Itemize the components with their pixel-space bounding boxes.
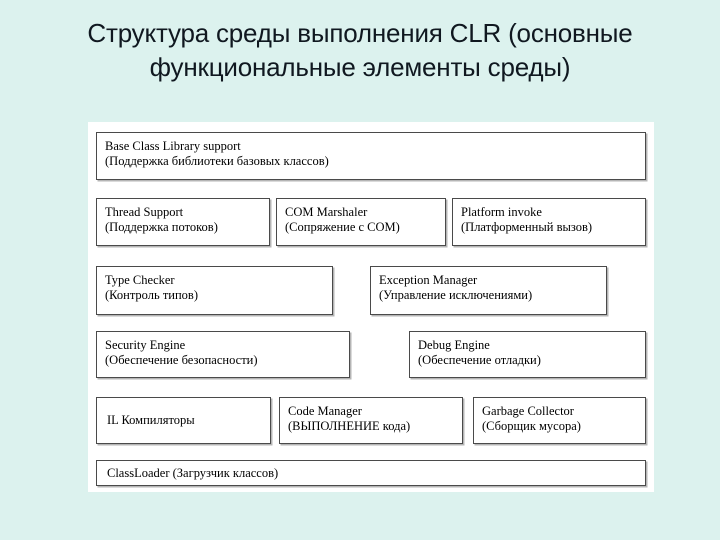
block-line-en: Debug Engine — [418, 338, 490, 352]
block-code-manager[interactable]: Code Manager (ВЫПОЛНЕНИЕ кода) — [279, 397, 463, 444]
block-line-en: Platform invoke — [461, 205, 542, 219]
block-line-en: COM Marshaler — [285, 205, 368, 219]
block-debug-engine[interactable]: Debug Engine (Обеспечение отладки) — [409, 331, 646, 378]
block-line-ru: (Поддержка потоков) — [105, 220, 218, 234]
block-garbage-collector[interactable]: Garbage Collector (Сборщик мусора) — [473, 397, 646, 444]
block-thread-support[interactable]: Thread Support (Поддержка потоков) — [96, 198, 270, 246]
block-line-ru: (ВЫПОЛНЕНИЕ кода) — [288, 419, 411, 433]
block-line-ru: (Контроль типов) — [105, 288, 198, 302]
clr-diagram-canvas: Base Class Library support (Поддержка би… — [88, 122, 654, 492]
block-platform-invoke[interactable]: Platform invoke (Платформенный вызов) — [452, 198, 646, 246]
block-line-ru: (Платформенный вызов) — [461, 220, 593, 234]
block-line-en: Code Manager — [288, 404, 362, 418]
block-line-en: Base Class Library support — [105, 139, 241, 153]
block-il-compilers[interactable]: IL Компиляторы — [96, 397, 271, 444]
block-line-en: Type Checker — [105, 273, 175, 287]
block-security-engine[interactable]: Security Engine (Обеспечение безопасност… — [96, 331, 350, 378]
block-line-ru: (Сборщик мусора) — [482, 419, 581, 433]
page-title: Структура среды выполнения CLR (основные… — [87, 18, 633, 82]
block-line-ru: (Поддержка библиотеки базовых классов) — [105, 154, 329, 168]
block-base-class-library-support[interactable]: Base Class Library support (Поддержка би… — [96, 132, 646, 180]
block-line-ru: (Обеспечение отладки) — [418, 353, 541, 367]
block-line-en: ClassLoader (Загрузчик классов) — [107, 465, 279, 480]
block-class-loader[interactable]: ClassLoader (Загрузчик классов) — [96, 460, 646, 486]
block-line-ru: (Сопряжение с COM) — [285, 220, 400, 234]
block-line-en: Security Engine — [105, 338, 186, 352]
block-line-en: Exception Manager — [379, 273, 478, 287]
block-line-en: Thread Support — [105, 205, 184, 219]
block-com-marshaler[interactable]: COM Marshaler (Сопряжение с COM) — [276, 198, 446, 246]
block-line-ru: (Обеспечение безопасности) — [105, 353, 258, 367]
block-type-checker[interactable]: Type Checker (Контроль типов) — [96, 266, 333, 315]
block-exception-manager[interactable]: Exception Manager (Управление исключения… — [370, 266, 607, 315]
block-line-ru: (Управление исключениями) — [379, 288, 533, 302]
block-line-en: Garbage Collector — [482, 404, 574, 418]
block-line-en: IL Компиляторы — [107, 413, 195, 427]
